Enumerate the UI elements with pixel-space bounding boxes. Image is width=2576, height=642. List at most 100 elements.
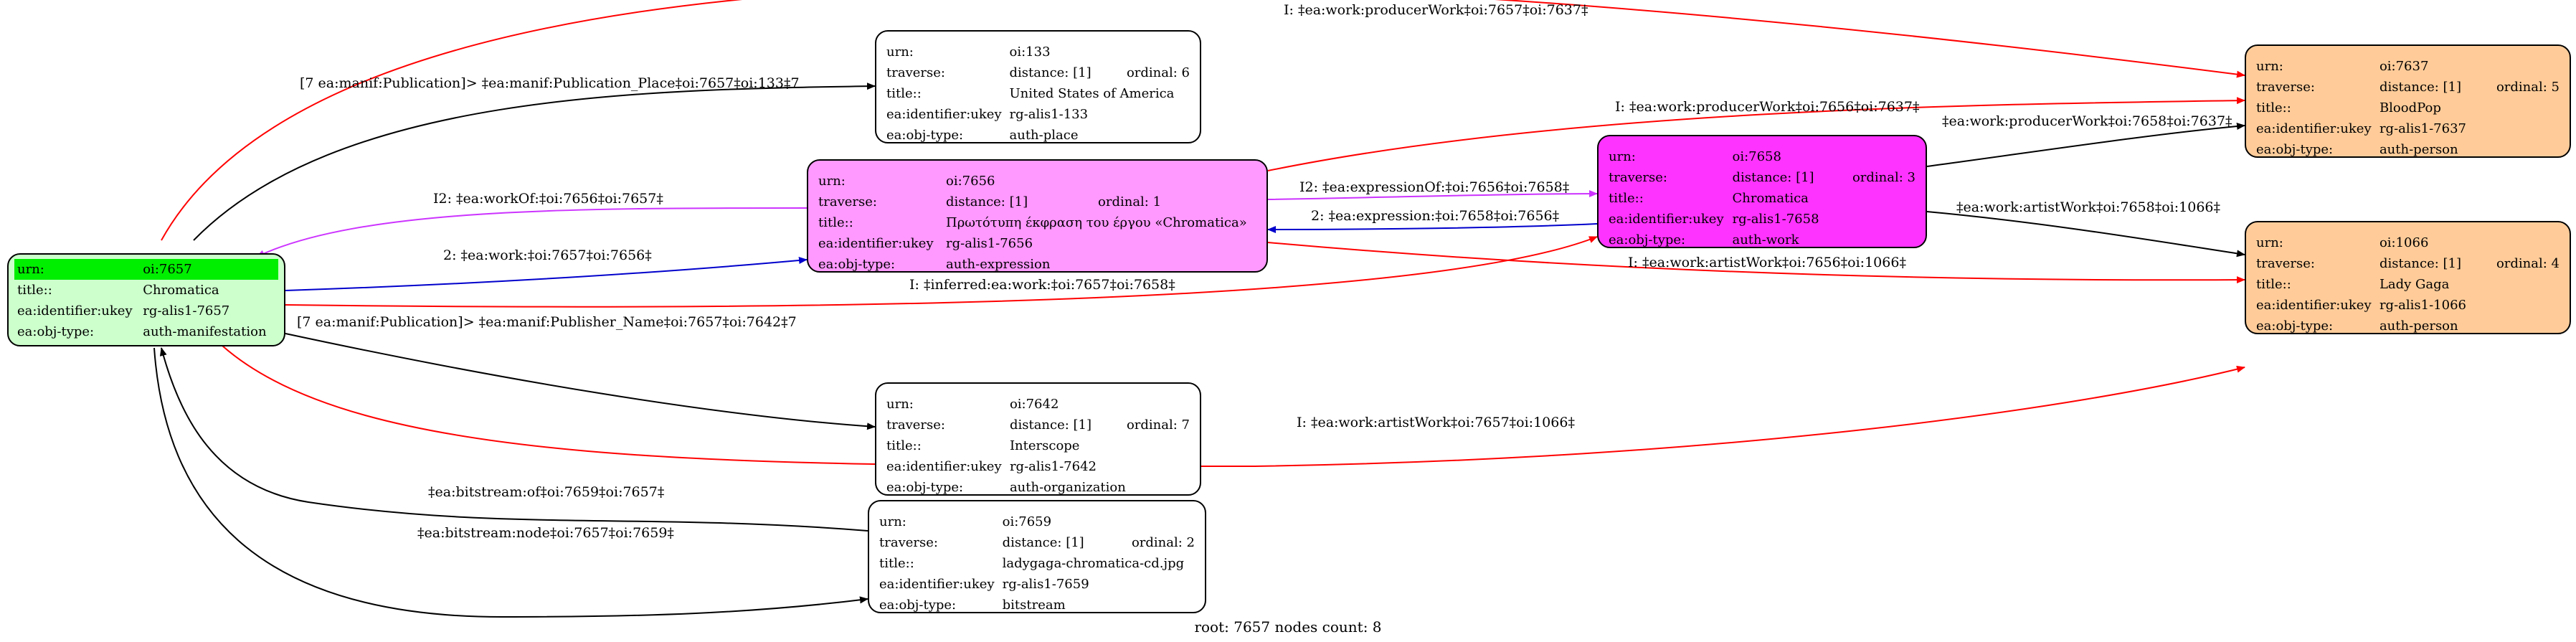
identifier-key: ea:identifier:ukey (818, 236, 934, 251)
ordinal-value: ordinal: 6 (1126, 65, 1190, 80)
node-7657[interactable]: urn:oi:7657 title::Chromatica ea:identif… (7, 253, 285, 346)
node-7659-table: urn:oi:7659 traverse:distance: [1]ordina… (876, 511, 1198, 615)
urn-value: oi:7637 (2379, 59, 2429, 74)
urn-value: oi:7657 (140, 259, 278, 280)
urn-value: oi:7659 (1002, 514, 1052, 529)
node-1066[interactable]: urn:oi:1066 traverse:distance: [1]ordina… (2245, 221, 2571, 334)
title-key: title:: (17, 283, 52, 298)
identifier-value: rg-alis1-133 (1009, 107, 1089, 122)
identifier-value: rg-alis1-7642 (1009, 459, 1097, 474)
identifier-value: rg-alis1-7656 (946, 236, 1033, 251)
identifier-value: rg-alis1-7637 (2379, 121, 2466, 136)
objtype-key: ea:obj-type: (2256, 142, 2334, 157)
traverse-key: traverse: (886, 417, 945, 433)
edge-producer-7656-7637 (1267, 97, 2245, 171)
identifier-key: ea:identifier:ukey (2256, 121, 2372, 136)
edge-label-artist-7658-1066: ‡ea:work:artistWork‡oi:7658‡oi:1066‡ (1956, 199, 2220, 215)
objtype-value: auth-organization (1009, 480, 1126, 495)
ordinal-value: ordinal: 3 (1852, 170, 1916, 185)
node-7637[interactable]: urn:oi:7637 traverse:distance: [1]ordina… (2245, 44, 2571, 158)
node-7658-table: urn:oi:7658 traverse:distance: [1]ordina… (1606, 146, 1918, 250)
edge-expression (1267, 223, 1598, 233)
identifier-key: ea:identifier:ukey (17, 303, 133, 318)
urn-key: urn: (818, 174, 846, 189)
title-value: Chromatica (1732, 191, 1809, 206)
title-key: title:: (879, 556, 914, 571)
objtype-value: bitstream (1002, 598, 1066, 613)
objtype-key: ea:obj-type: (17, 324, 95, 339)
traverse-key: traverse: (818, 194, 877, 209)
distance-value: distance: [1] (2379, 256, 2462, 271)
edge-bitstream-of (159, 347, 868, 532)
edge-label-bitstream-node: ‡ea:bitstream:node‡oi:7657‡oi:7659‡ (417, 525, 674, 541)
title-value: Interscope (1009, 438, 1080, 453)
edge-label-producer-7657-7637: I: ‡ea:work:producerWork‡oi:7657‡oi:7637… (1284, 2, 1588, 18)
edge-label-artist-7656-1066: I: ‡ea:work:artistWork‡oi:7656‡oi:1066‡ (1628, 255, 1906, 270)
distance-value: distance: [1] (2379, 80, 2462, 95)
ordinal-value: ordinal: 5 (2496, 80, 2560, 95)
edge-publication-place (193, 82, 876, 241)
title-key: title:: (886, 438, 922, 453)
edge-label-inferred: I: ‡inferred:ea:work:‡oi:7657‡oi:7658‡ (909, 277, 1175, 293)
identifier-key: ea:identifier:ukey (886, 107, 1002, 122)
node-7637-table: urn:oi:7637 traverse:distance: [1]ordina… (2253, 56, 2562, 160)
distance-value: distance: [1] (1732, 170, 1814, 185)
edge-label-work: 2: ‡ea:work:‡oi:7657‡oi:7656‡ (443, 247, 652, 263)
objtype-key: ea:obj-type: (886, 480, 964, 495)
edge-work-of (256, 207, 808, 258)
edge-publisher-name (285, 333, 876, 430)
edge-expression-of (1267, 190, 1598, 200)
urn-value: oi:7656 (946, 174, 995, 189)
node-7657-table: urn:oi:7657 title::Chromatica ea:identif… (14, 259, 278, 342)
identifier-key: ea:identifier:ukey (1609, 212, 1724, 227)
title-value: Lady Gaga (2379, 277, 2450, 292)
edge-label-expression: 2: ‡ea:expression:‡oi:7658‡oi:7656‡ (1311, 208, 1559, 224)
identifier-value: rg-alis1-7658 (1732, 212, 1819, 227)
objtype-value: auth-manifestation (143, 324, 267, 339)
distance-value: distance: [1] (946, 194, 1028, 209)
edge-producer-7657-7637 (161, 0, 2245, 241)
edge-label-bitstream-of: ‡ea:bitstream:of‡oi:7659‡oi:7657‡ (428, 484, 664, 500)
node-7656[interactable]: urn:oi:7656 traverse:distance: [1]ordina… (807, 159, 1268, 273)
edge-label-producer-7656-7637: I: ‡ea:work:producerWork‡oi:7656‡oi:7637… (1615, 99, 1920, 115)
objtype-value: auth-person (2379, 142, 2458, 157)
identifier-value: rg-alis1-1066 (2379, 298, 2466, 313)
node-1066-table: urn:oi:1066 traverse:distance: [1]ordina… (2253, 232, 2562, 336)
urn-key: urn: (886, 397, 914, 412)
edge-label-producer-7658-7637: ‡ea:work:producerWork‡oi:7658‡oi:7637‡ (1942, 113, 2232, 129)
ordinal-value: ordinal: 2 (1131, 535, 1195, 550)
edge-inferred-work (285, 236, 1598, 308)
ordinal-value: ordinal: 4 (2496, 256, 2560, 271)
identifier-key: ea:identifier:ukey (886, 459, 1002, 474)
node-7642[interactable]: urn:oi:7642 traverse:distance: [1]ordina… (875, 382, 1201, 496)
title-key: title:: (818, 215, 853, 230)
title-key: title:: (1609, 191, 1644, 206)
node-133[interactable]: urn:oi:133 traverse:distance: [1]ordinal… (875, 30, 1201, 143)
objtype-key: ea:obj-type: (2256, 318, 2334, 334)
distance-value: distance: [1] (1009, 65, 1092, 80)
objtype-value: auth-work (1732, 232, 1799, 247)
identifier-key: ea:identifier:ukey (2256, 298, 2372, 313)
distance-value: distance: [1] (1002, 535, 1084, 550)
edge-producer-7658-7637 (1926, 123, 2245, 167)
objtype-value: auth-place (1009, 128, 1079, 143)
title-value: Πρωτότυπη έκφραση του έργου «Chromatica» (946, 215, 1247, 230)
urn-key: urn: (2256, 59, 2283, 74)
node-7642-table: urn:oi:7642 traverse:distance: [1]ordina… (884, 394, 1193, 498)
node-7659[interactable]: urn:oi:7659 traverse:distance: [1]ordina… (868, 500, 1206, 613)
edge-label-artist-7657-1066: I: ‡ea:work:artistWork‡oi:7657‡oi:1066‡ (1297, 415, 1575, 430)
title-key: title:: (2256, 100, 2291, 115)
node-7658[interactable]: urn:oi:7658 traverse:distance: [1]ordina… (1597, 135, 1927, 248)
edge-label-expressionof: I2: ‡ea:expressionOf:‡oi:7656‡oi:7658‡ (1299, 179, 1569, 195)
distance-value: distance: [1] (1009, 417, 1092, 433)
urn-key: urn: (1609, 149, 1636, 164)
objtype-value: auth-expression (946, 257, 1051, 272)
urn-value: oi:133 (1009, 44, 1051, 60)
objtype-key: ea:obj-type: (818, 257, 896, 272)
edge-bitstream-node (153, 347, 868, 618)
traverse-key: traverse: (2256, 256, 2315, 271)
edge-label-publisher: [7 ea:manif:Publication]> ‡ea:manif:Publ… (297, 314, 797, 330)
objtype-value: auth-person (2379, 318, 2458, 334)
title-value: BloodPop (2379, 100, 2441, 115)
